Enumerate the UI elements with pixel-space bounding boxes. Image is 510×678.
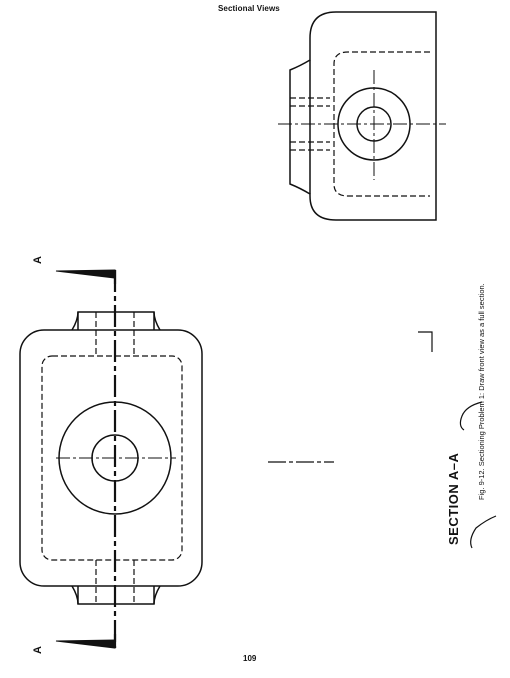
cutting-plane-label-top: A (32, 256, 44, 264)
cutting-plane-arrows (55, 269, 116, 649)
break-line-bottom (470, 515, 497, 549)
page-number: 109 (243, 654, 257, 663)
section-view-marks (268, 331, 497, 549)
cutting-plane-label-bottom: A (32, 646, 44, 654)
break-line-top (459, 401, 483, 431)
right-view-centerlines (278, 70, 446, 180)
section-title: SECTION A–A (446, 452, 461, 545)
hidden-pocket-top-view (41, 355, 183, 561)
figure-caption: Fig. 9-12. Sectioning Problem 1: Draw fr… (477, 283, 486, 500)
top-view-outline (19, 329, 203, 587)
top-view-hidden-lines (41, 312, 183, 604)
corner-mark (418, 331, 433, 352)
right-side-view (289, 11, 437, 221)
right-view-outline (289, 11, 437, 221)
page-header: Sectional Views (218, 4, 280, 13)
